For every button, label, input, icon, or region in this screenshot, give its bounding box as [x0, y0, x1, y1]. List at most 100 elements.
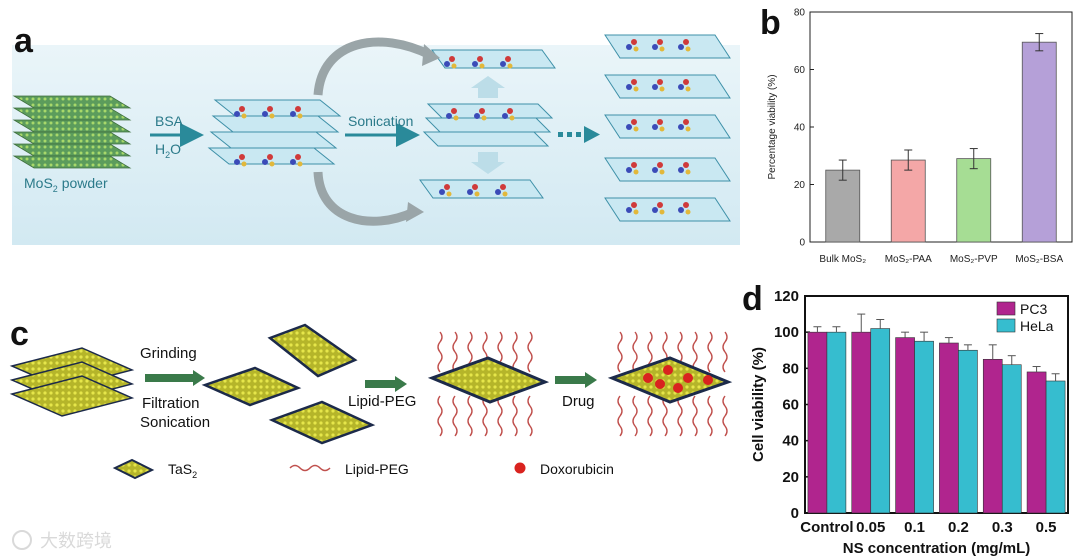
lipid-peg-arrow: [365, 376, 407, 392]
y-tick-label: 20: [794, 180, 806, 191]
molecule-yellow: [633, 46, 639, 52]
y-tick-label: 20: [782, 469, 799, 486]
peg-chain: [707, 331, 713, 373]
tas2-fragments: [201, 323, 376, 445]
lipid-peg-step-label: Lipid-PEG: [348, 393, 416, 410]
tas2-legend-label: TaS2: [168, 461, 197, 480]
molecule-red: [449, 56, 455, 62]
peg-chain: [617, 395, 623, 437]
bar-pc3: [1026, 371, 1047, 514]
molecule-blue: [262, 159, 268, 165]
bar-pc3: [939, 342, 959, 514]
peg-chain: [437, 395, 443, 437]
middle-stack: [422, 103, 554, 147]
watermark: 大数跨境: [12, 530, 112, 551]
peg-chain: [632, 331, 638, 373]
bar-pc3: [851, 331, 872, 514]
x-tick-label: 0.1: [904, 519, 925, 536]
molecule-blue: [626, 207, 632, 213]
peg-chain: [467, 395, 473, 437]
molecule-red: [631, 162, 637, 168]
peg-chain: [527, 331, 533, 373]
x-tick-label: MoS₂-PVP: [950, 254, 998, 265]
peg-chain: [677, 395, 683, 437]
molecule-yellow: [269, 161, 275, 167]
sonication-c-label: Sonication: [140, 414, 210, 431]
peg-chain: [437, 331, 443, 373]
molecule-blue: [678, 207, 684, 213]
bar-hela: [870, 328, 891, 514]
x-tick-label: MoS₂-BSA: [1015, 254, 1063, 265]
molecule-red: [683, 119, 689, 125]
molecule-yellow: [659, 46, 665, 52]
molecule-yellow: [659, 126, 665, 132]
x-tick-label: 0.5: [1036, 519, 1057, 536]
molecule-blue: [467, 189, 473, 195]
y-tick-label: 80: [794, 8, 806, 19]
molecule-blue: [262, 111, 268, 117]
molecule-red: [683, 162, 689, 168]
bar-pc3: [807, 331, 828, 514]
legend-swatch-pc3: [996, 301, 1016, 316]
peg-chain: [512, 395, 518, 437]
peg-chain: [482, 395, 488, 437]
exfoliated-sheet-top: [431, 49, 556, 69]
molecule-blue: [439, 189, 445, 195]
bar-pc3: [895, 337, 915, 514]
molecule-red: [631, 202, 637, 208]
panel-letter-c: c: [10, 315, 29, 353]
doxorubicin-dots: [643, 365, 713, 393]
molecule-blue: [652, 84, 658, 90]
panel-c-legend: TaS2 Lipid-PEG Doxorubicin: [112, 458, 614, 480]
x-tick-label: Control: [800, 519, 853, 536]
molecule-red: [657, 39, 663, 45]
molecule-yellow: [446, 191, 452, 197]
molecule-yellow: [297, 161, 303, 167]
legend-label-pc3: PC3: [1020, 301, 1047, 317]
legend-label-hela: HeLa: [1020, 318, 1054, 334]
drug-arrow: [555, 372, 597, 388]
x-tick-label: MoS₂-PAA: [885, 254, 932, 265]
molecule-blue: [678, 84, 684, 90]
filtration-label: Filtration: [142, 395, 200, 412]
molecule-red: [683, 202, 689, 208]
molecule-yellow: [479, 63, 485, 69]
doxorubicin-legend-icon: [514, 462, 526, 474]
pegylated-sheet: [427, 331, 550, 437]
molecule-yellow: [659, 169, 665, 175]
molecule-red: [657, 202, 663, 208]
bar-hela: [958, 349, 978, 514]
molecule-red: [267, 154, 273, 160]
bar: [956, 158, 992, 243]
y-axis-label: Cell viability (%): [750, 347, 767, 462]
drug-step-label: Drug: [562, 393, 595, 410]
molecule-red: [451, 108, 457, 114]
panel-a: a MoS2 powder BSA H2O Sonication: [12, 22, 740, 245]
molecule-blue: [444, 61, 450, 67]
molecule-yellow: [633, 169, 639, 175]
watermark-text: 大数跨境: [40, 531, 112, 551]
molecule-red: [631, 79, 637, 85]
molecule-blue: [626, 124, 632, 130]
molecule-yellow: [659, 86, 665, 92]
panel-letter-b: b: [760, 4, 781, 42]
x-tick-label: 0.05: [856, 519, 885, 536]
molecule-yellow: [241, 113, 247, 119]
molecule-red: [477, 56, 483, 62]
peg-chain: [452, 331, 458, 373]
peg-chain: [452, 395, 458, 437]
molecule-blue: [234, 111, 240, 117]
molecule-blue: [678, 167, 684, 173]
molecule-red: [479, 108, 485, 114]
molecule-blue: [678, 44, 684, 50]
molecule-yellow: [685, 209, 691, 215]
bar-hela: [1001, 364, 1022, 514]
y-tick-label: 60: [794, 65, 806, 76]
molecule-red: [295, 106, 301, 112]
peg-chain: [497, 395, 503, 437]
tas2-legend-icon: [112, 458, 155, 480]
doxorubicin-legend-label: Doxorubicin: [540, 461, 614, 477]
